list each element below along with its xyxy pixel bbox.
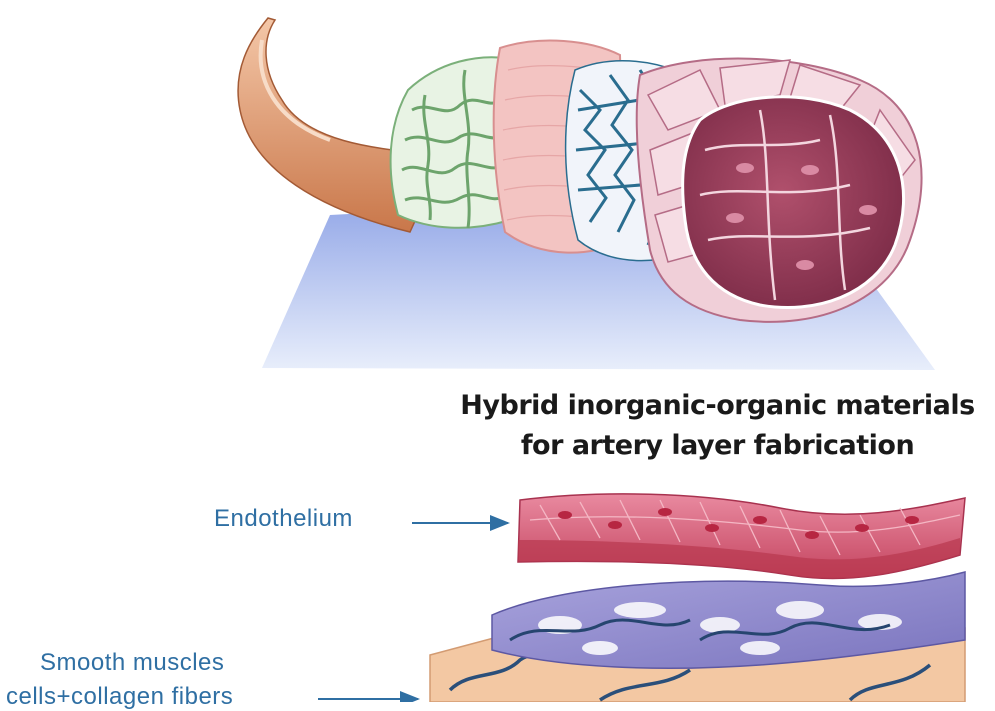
layer-stack-illustration (430, 494, 965, 702)
lumen-face (683, 97, 904, 308)
endothelium-label: Endothelium (214, 505, 353, 533)
figure-title-line-2: for artery layer fabrication (440, 430, 995, 461)
artery-illustration (238, 18, 935, 370)
smooth-muscles-label-line-1: Smooth muscles (40, 649, 224, 677)
smooth-muscles-label-line-2: cells+collagen fibers (6, 683, 233, 711)
figure-title-line-1: Hybrid inorganic-organic materials (440, 390, 995, 421)
